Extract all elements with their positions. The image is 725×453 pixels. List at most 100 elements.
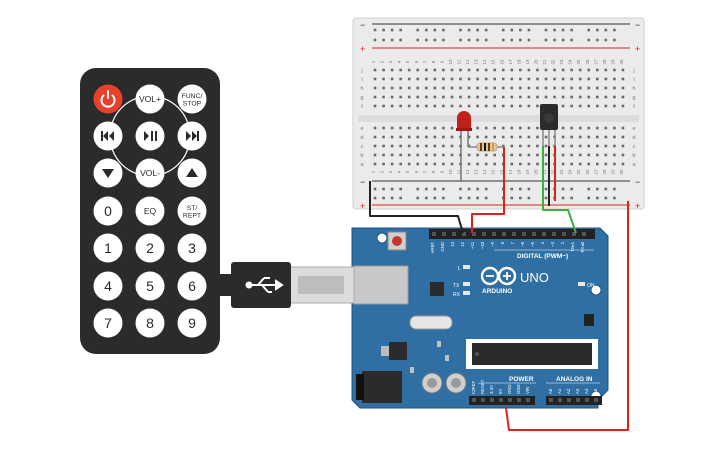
breadboard-hole bbox=[433, 68, 437, 72]
breadboard-hole bbox=[604, 135, 608, 139]
breadboard-hole bbox=[510, 135, 514, 139]
breadboard-hole bbox=[587, 95, 591, 99]
rail-hole bbox=[596, 196, 599, 200]
column-number: 14 bbox=[482, 59, 487, 65]
header-pin bbox=[481, 398, 485, 402]
breadboard-hole bbox=[596, 86, 599, 90]
header-pin bbox=[490, 398, 494, 402]
column-number: 18 bbox=[516, 59, 521, 65]
rail-hole bbox=[373, 28, 377, 32]
st-rept-button[interactable]: ST/REPT bbox=[177, 196, 207, 226]
breadboard-hole bbox=[596, 144, 599, 148]
breadboard-hole bbox=[416, 153, 420, 157]
breadboard-hole bbox=[570, 162, 573, 166]
up-button[interactable] bbox=[177, 158, 207, 188]
analog-pin-label: A4 bbox=[584, 388, 589, 394]
play-pause-button[interactable] bbox=[135, 121, 165, 151]
vol-down-button[interactable]: VOL- bbox=[135, 158, 165, 188]
breadboard-hole bbox=[519, 95, 522, 99]
led-rx-label: RX bbox=[453, 292, 461, 298]
rail-hole bbox=[442, 38, 445, 42]
wire-ir-signal-to-pin-2[interactable] bbox=[542, 146, 577, 234]
breadboard-hole bbox=[519, 86, 522, 90]
num-7-button[interactable]: 7 bbox=[93, 308, 123, 338]
num-3-button[interactable]: 3 bbox=[177, 233, 207, 263]
num-2-button[interactable]: 2 bbox=[135, 233, 165, 263]
breadboard-hole bbox=[621, 68, 625, 72]
num-5-button[interactable]: 5 bbox=[135, 271, 165, 301]
rail-hole bbox=[476, 38, 479, 42]
row-letter: h bbox=[632, 86, 635, 92]
reset-button-cap[interactable] bbox=[392, 236, 402, 246]
down-button[interactable] bbox=[93, 158, 123, 188]
resistor[interactable] bbox=[468, 142, 504, 152]
rail-hole bbox=[459, 28, 462, 32]
breadboard-hole bbox=[527, 162, 531, 166]
rail-hole bbox=[587, 28, 591, 32]
wire-5v-to-rail[interactable] bbox=[505, 201, 629, 431]
rail-hole bbox=[570, 28, 573, 32]
prev-button[interactable] bbox=[93, 121, 123, 151]
ir-receiver[interactable] bbox=[540, 104, 558, 146]
row-letter: a bbox=[632, 162, 636, 168]
breadboard-hole bbox=[561, 153, 565, 157]
num-1-button[interactable]: 1 bbox=[93, 233, 123, 263]
breadboard-hole bbox=[561, 77, 565, 81]
rail-hole bbox=[604, 196, 608, 200]
breadboard-hole bbox=[596, 135, 599, 139]
usb-cable[interactable] bbox=[208, 262, 409, 308]
wire-gnd-to-breadboard[interactable] bbox=[369, 181, 464, 234]
num-4-button[interactable]: 4 bbox=[93, 271, 123, 301]
breadboard-hole bbox=[476, 104, 479, 108]
breadboard-hole bbox=[433, 144, 437, 148]
rail-hole bbox=[399, 187, 402, 191]
vol-up-button[interactable]: VOL+ bbox=[135, 84, 165, 114]
triangle-up-icon bbox=[186, 168, 198, 177]
rail-hole bbox=[467, 196, 471, 200]
rail-hole bbox=[553, 38, 556, 42]
breadboard-hole bbox=[613, 153, 616, 157]
eq-button[interactable]: EQ bbox=[135, 196, 165, 226]
num-8-button[interactable]: 8 bbox=[135, 308, 165, 338]
dc-barrel-jack[interactable] bbox=[362, 371, 402, 403]
rail-hole bbox=[587, 187, 591, 191]
func-stop-button[interactable]: FUNC/STOP bbox=[177, 84, 207, 114]
rail-hole bbox=[425, 187, 428, 191]
breadboard[interactable]: − + − + − + − + 112233445566778899101011… bbox=[352, 17, 645, 211]
digital-pin-label: AREF bbox=[430, 242, 435, 254]
breadboard-hole bbox=[570, 126, 573, 130]
breadboard-hole bbox=[493, 95, 496, 99]
rail-hole bbox=[561, 28, 565, 32]
column-number: 24 bbox=[568, 169, 573, 175]
num-9-button[interactable]: 9 bbox=[177, 308, 207, 338]
column-number: 12 bbox=[465, 59, 470, 65]
rail-hole bbox=[390, 28, 394, 32]
wire-resistor-to-pin-13[interactable] bbox=[471, 147, 505, 233]
breadboard-hole bbox=[382, 86, 385, 90]
icsp-header bbox=[584, 314, 594, 326]
breadboard-hole bbox=[450, 68, 454, 72]
breadboard-hole bbox=[373, 104, 377, 108]
num-5-label: 5 bbox=[146, 278, 154, 294]
column-number: 7 bbox=[422, 170, 427, 173]
breadboard-hole bbox=[578, 77, 582, 81]
red-led[interactable] bbox=[456, 111, 472, 182]
row-letter: b bbox=[360, 153, 363, 159]
rail-hole bbox=[604, 38, 608, 42]
num-0-button[interactable]: 0 bbox=[93, 196, 123, 226]
resistor-band bbox=[484, 143, 486, 151]
breadboard-hole bbox=[407, 144, 411, 148]
next-button[interactable] bbox=[177, 121, 207, 151]
breadboard-hole bbox=[399, 144, 402, 148]
breadboard-hole bbox=[561, 135, 565, 139]
breadboard-hole bbox=[416, 126, 420, 130]
power-button[interactable] bbox=[93, 84, 123, 114]
breadboard-hole bbox=[604, 95, 608, 99]
num-6-button[interactable]: 6 bbox=[177, 271, 207, 301]
breadboard-hole bbox=[613, 77, 616, 81]
usb-icon bbox=[245, 277, 284, 293]
resistor-band bbox=[492, 143, 494, 151]
